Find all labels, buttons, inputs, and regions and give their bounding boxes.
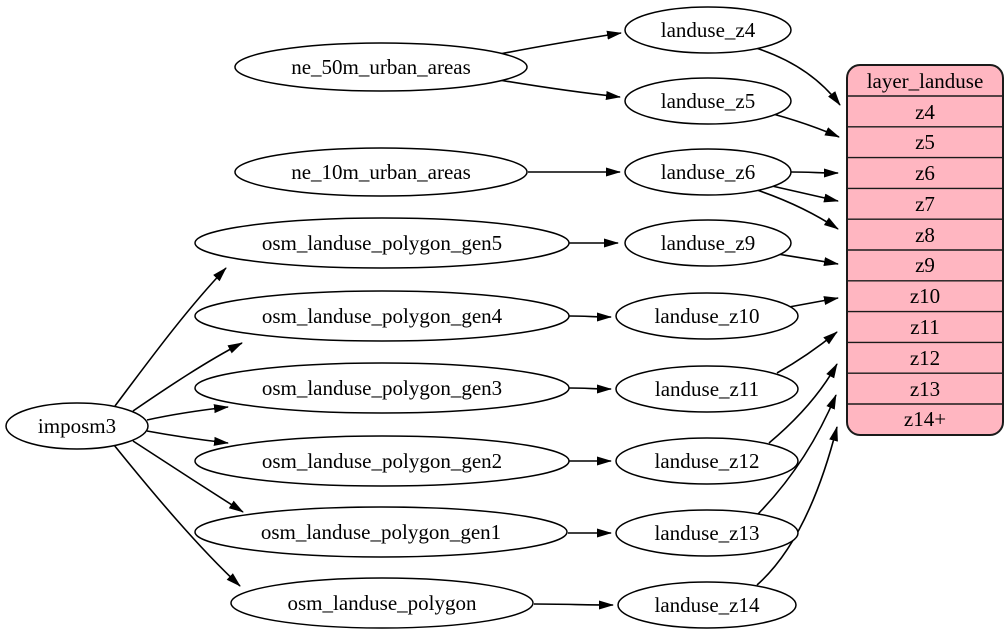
table-row-z4: z4 [915,100,935,124]
edge-imposm3-to-gen5 [114,267,227,407]
node-shape [624,219,792,267]
node-shape [230,577,534,629]
edge-landuse-z13-to-row-z13 [757,394,837,515]
edge-group [113,30,841,610]
node-landuse-z9: landuse_z9 [624,219,792,267]
table-row-z5: z5 [915,130,935,154]
node-ne-50m-urban-areas: ne_50m_urban_areas [234,42,528,92]
edge-landuse-z4-to-row-z4 [755,47,841,106]
edge-polygon-to-landuse-z14 [533,600,614,610]
node-imposm3: imposm3 [5,402,149,450]
node-shape [234,42,528,92]
node-landuse-z12: landuse_z12 [615,437,799,485]
table-row-z7: z7 [915,192,935,216]
node-label: osm_landuse_polygon_gen3 [262,376,502,400]
node-shape [615,365,799,413]
edge-landuse-z9-to-row-z9 [776,253,839,266]
node-shape [615,509,799,557]
table-row-z14plus: z14+ [904,407,946,431]
table-row-z10: z10 [910,284,940,308]
node-shape [617,581,797,629]
edge-ne50m-to-landuse-z5 [498,79,621,100]
node-label: ne_10m_urban_areas [291,160,471,184]
node-shape [615,437,799,485]
node-label: landuse_z6 [661,160,755,184]
node-shape [194,362,570,414]
edge-landuse-z12-to-row-z12 [768,363,838,444]
node-label: ne_50m_urban_areas [291,55,471,79]
edge-landuse-z6-to-row-z6 [790,168,839,178]
node-label: landuse_z9 [661,231,755,255]
edge-landuse-z14-to-row-z14plus [756,426,838,586]
node-shape [624,77,792,125]
node-shape [615,292,799,340]
node-osm-landuse-polygon-gen4: osm_landuse_polygon_gen4 [194,290,570,342]
table-layer-landuse: layer_landuse z4 z5 z6 z7 z8 z9 z10 z11 … [846,64,1004,436]
edge-ne50m-to-landuse-z4 [499,30,622,55]
node-label: landuse_z10 [655,304,760,328]
node-ne-10m-urban-areas: ne_10m_urban_areas [234,147,528,197]
node-label: osm_landuse_polygon_gen4 [262,304,503,328]
node-osm-landuse-polygon-gen1: osm_landuse_polygon_gen1 [194,506,568,558]
node-label: landuse_z14 [655,593,760,617]
node-shape [624,6,792,54]
table-row-z11: z11 [910,315,940,339]
node-osm-landuse-polygon-gen5: osm_landuse_polygon_gen5 [194,217,570,269]
table-title: layer_landuse [867,69,984,93]
node-osm-landuse-polygon-gen3: osm_landuse_polygon_gen3 [194,362,570,414]
edge-landuse-z6-to-row-z7 [771,185,839,203]
edge-imposm3-to-gen1 [132,440,244,513]
node-label: osm_landuse_polygon_gen5 [262,231,502,255]
table-row-z8: z8 [915,223,935,247]
edge-gen3-to-landuse-z11 [568,384,612,394]
node-osm-landuse-polygon: osm_landuse_polygon [230,577,534,629]
node-label: landuse_z11 [655,377,759,401]
node-landuse-z5: landuse_z5 [624,77,792,125]
edge-imposm3-to-gen3 [146,404,229,421]
node-landuse-z13: landuse_z13 [615,509,799,557]
edge-gen4-to-landuse-z10 [568,312,612,322]
node-landuse-z4: landuse_z4 [624,6,792,54]
node-shape [194,290,570,342]
table-row-z9: z9 [915,253,935,277]
node-label: imposm3 [38,414,116,438]
node-landuse-z14: landuse_z14 [617,581,797,629]
node-label: osm_landuse_polygon_gen1 [261,520,501,544]
edge-imposm3-to-gen2 [146,430,229,446]
edge-imposm3-to-polygon [113,444,241,587]
node-label: osm_landuse_polygon [288,591,477,615]
node-label: landuse_z4 [661,18,756,42]
node-landuse-z10: landuse_z10 [615,292,799,340]
table-row-z12: z12 [910,346,940,370]
node-label: landuse_z12 [655,449,760,473]
edge-landuse-z6-to-row-z8 [756,189,839,230]
node-shape [624,148,792,196]
edge-imposm3-to-gen4 [132,342,243,412]
edge-landuse-z5-to-row-z5 [772,113,840,138]
node-shape [194,506,568,558]
node-shape [234,147,528,197]
node-shape [194,435,570,487]
edge-landuse-z11-to-row-z11 [776,331,838,374]
table-row-z13: z13 [910,377,940,401]
edge-landuse-z10-to-row-z10 [788,296,839,308]
node-landuse-z6: landuse_z6 [624,148,792,196]
table-row-z6: z6 [915,161,935,185]
node-label: landuse_z13 [655,521,760,545]
node-label: osm_landuse_polygon_gen2 [262,449,502,473]
node-osm-landuse-polygon-gen2: osm_landuse_polygon_gen2 [194,435,570,487]
node-landuse-z11: landuse_z11 [615,365,799,413]
node-shape [194,217,570,269]
node-shape [5,402,149,450]
node-label: landuse_z5 [661,89,755,113]
